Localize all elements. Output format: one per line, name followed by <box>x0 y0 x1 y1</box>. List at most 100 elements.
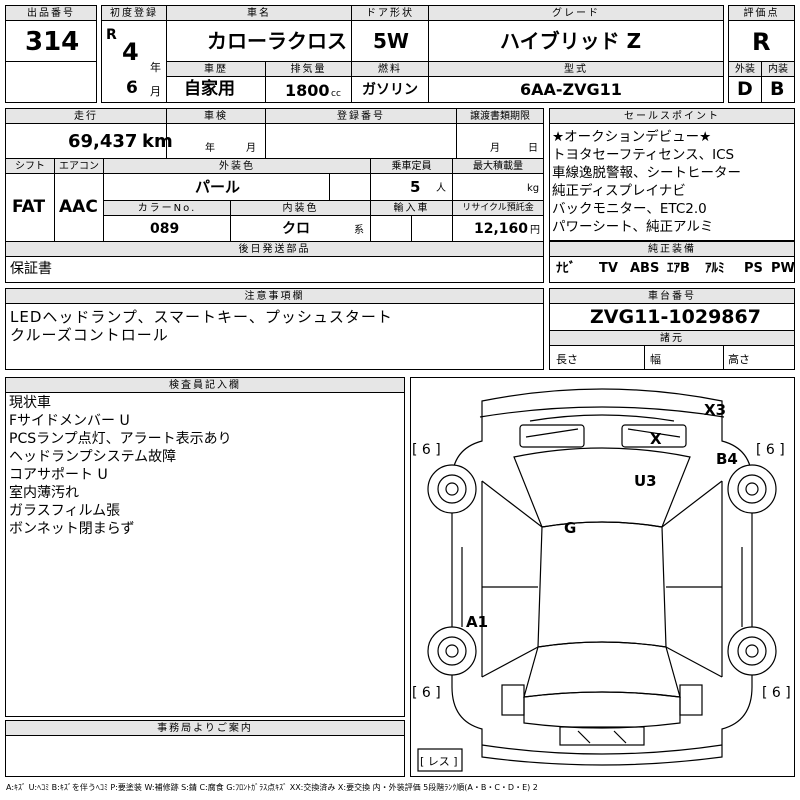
spare-box <box>417 748 463 772</box>
capacity: 5 <box>410 178 421 196</box>
capacity-header: 乗車定員 <box>370 158 453 174</box>
inspector-cell <box>5 392 405 717</box>
insp-month-unit: 月 <box>246 143 256 154</box>
equip-tv: TV <box>599 261 618 276</box>
shift: FAT <box>12 197 46 217</box>
office-cell <box>5 735 405 777</box>
load-unit: kg <box>527 183 540 194</box>
sales-line: バックモニター、ETC2.0 <box>552 201 707 217</box>
mark-x: X <box>650 430 662 448</box>
ext-grade: D <box>737 78 753 100</box>
tire-rl: [ 6 ] <box>412 685 441 701</box>
mark-a1: A1 <box>466 613 488 631</box>
lot-header: 出品番号 <box>5 5 97 21</box>
regno-cell <box>265 123 457 159</box>
recycle-unit: 円 <box>530 225 540 236</box>
body-outline <box>451 388 753 766</box>
ac: AAC <box>59 197 98 217</box>
later-parts: 保証書 <box>10 261 52 277</box>
model-cell <box>428 76 724 103</box>
color-no-header: カラーNo. <box>103 200 231 216</box>
recycle-header: リサイクル預託金 <box>452 200 544 216</box>
equipment-header: 純正装備 <box>549 241 795 257</box>
import-cell-2 <box>411 215 453 242</box>
inspection-header: 車検 <box>166 108 266 124</box>
first-reg-header: 初度登録 <box>101 5 167 21</box>
chassis-number: ZVG11-1029867 <box>590 306 761 328</box>
color-header: 外装色 <box>103 158 371 174</box>
diagram-frame <box>410 377 795 777</box>
inspector-line: ボンネット閉まらず <box>9 521 135 537</box>
equip-navi: ﾅﾋﾞ <box>556 261 576 276</box>
int-cell <box>761 76 795 103</box>
sales-lines: ★オークションデビュー★ トヨタセーフティセンス、ICS 車線逸脱警報、シートヒ… <box>552 128 741 236</box>
office-header: 事務局よりご案内 <box>5 720 405 736</box>
sales-line: 純正ディスプレイナビ <box>552 183 686 199</box>
equip-abs: ABS <box>630 261 660 276</box>
mileage-unit: km <box>142 131 173 152</box>
history: 自家用 <box>184 79 235 99</box>
later-header: 後日発送部品 <box>5 241 544 257</box>
sales-cell <box>549 123 795 241</box>
dims-header: 諸元 <box>549 330 795 346</box>
mileage-header: 走行 <box>5 108 167 124</box>
sales-line: 車線逸脱警報、シートヒーター <box>552 165 741 181</box>
inspector-header: 検査員記入欄 <box>5 377 405 393</box>
equip-pw: PW <box>771 261 795 276</box>
later-cell <box>5 256 544 283</box>
inspector-line: Fサイドメンバー U <box>9 413 130 429</box>
tire-fr: [ 6 ] <box>756 442 785 458</box>
equipment-cell <box>549 256 795 283</box>
equip-airbag: ｴｱB <box>667 261 690 276</box>
load-header: 最大積載量 <box>452 158 544 174</box>
spare-label: [ レス ] <box>420 755 458 768</box>
era: R <box>106 27 117 43</box>
sales-header: セールスポイント <box>549 108 795 124</box>
mark-x3: X3 <box>704 401 726 419</box>
color: パール <box>195 178 241 196</box>
interior: クロ <box>282 221 310 237</box>
notes-header: 注意事項欄 <box>5 288 544 304</box>
interior-header: 内装色 <box>230 200 371 216</box>
fuel: ガソリン <box>362 82 418 98</box>
insp-year-unit: 年 <box>205 143 215 154</box>
reg-month: 6 <box>126 78 138 98</box>
door-type: 5W <box>373 29 409 53</box>
height-label: 高さ <box>728 353 750 366</box>
car-name-header: 車名 <box>166 5 352 21</box>
mark-b4: B4 <box>716 450 738 468</box>
import-header: 輸入車 <box>370 200 453 216</box>
sales-line: トヨタセーフティセンス、ICS <box>552 147 735 163</box>
inspector-line: PCSランプ点灯、アラート表示あり <box>9 431 232 447</box>
grade-header: グレード <box>428 5 724 21</box>
chassis-header: 車台番号 <box>549 288 795 304</box>
displacement-unit: cc <box>331 89 341 99</box>
inspector-line: 室内薄汚れ <box>9 485 79 501</box>
car-diagram: X3 X B4 U3 G A1 [ 6 ] [ 6 ] [ 6 ] [ 6 ] … <box>412 388 791 772</box>
import-cell <box>370 215 412 242</box>
recycle: 12,160 <box>474 221 529 237</box>
inspector-lines: 現状車 Fサイドメンバー U PCSランプ点灯、アラート表示あり ヘッドランプシ… <box>9 394 232 538</box>
transfer-header: 譲渡書類期限 <box>456 108 544 124</box>
regno-header: 登録番号 <box>265 108 457 124</box>
year-unit: 年 <box>150 61 161 74</box>
int-grade: B <box>770 78 785 100</box>
history-header: 車歴 <box>166 61 266 77</box>
legend: A:ｷｽﾞ U:ﾍｺﾐ B:ｷｽﾞを伴うﾍｺﾐ P:要塗装 W:補修跡 S:錆 … <box>6 783 538 792</box>
color-cell-extra <box>329 173 371 201</box>
fuel-header: 燃料 <box>351 61 429 77</box>
transfer-month-unit: 月 <box>490 143 500 154</box>
shift-header: シフト <box>5 158 55 174</box>
sales-line: パワーシート、純正アルミ <box>552 219 714 235</box>
grade: ハイブリッド Z <box>500 29 642 53</box>
int-header: 内装 <box>761 61 795 77</box>
inspector-line: ガラスフィルム張 <box>9 503 121 519</box>
tire-rr: [ 6 ] <box>762 685 791 701</box>
inspector-line: コアサポート U <box>9 467 108 483</box>
color-no: 089 <box>150 221 180 237</box>
door-header: ドア形状 <box>351 5 429 21</box>
mileage: 69,437 <box>68 131 138 152</box>
score: R <box>752 28 771 56</box>
model-header: 型式 <box>428 61 724 77</box>
lot-empty-cell <box>5 61 97 103</box>
